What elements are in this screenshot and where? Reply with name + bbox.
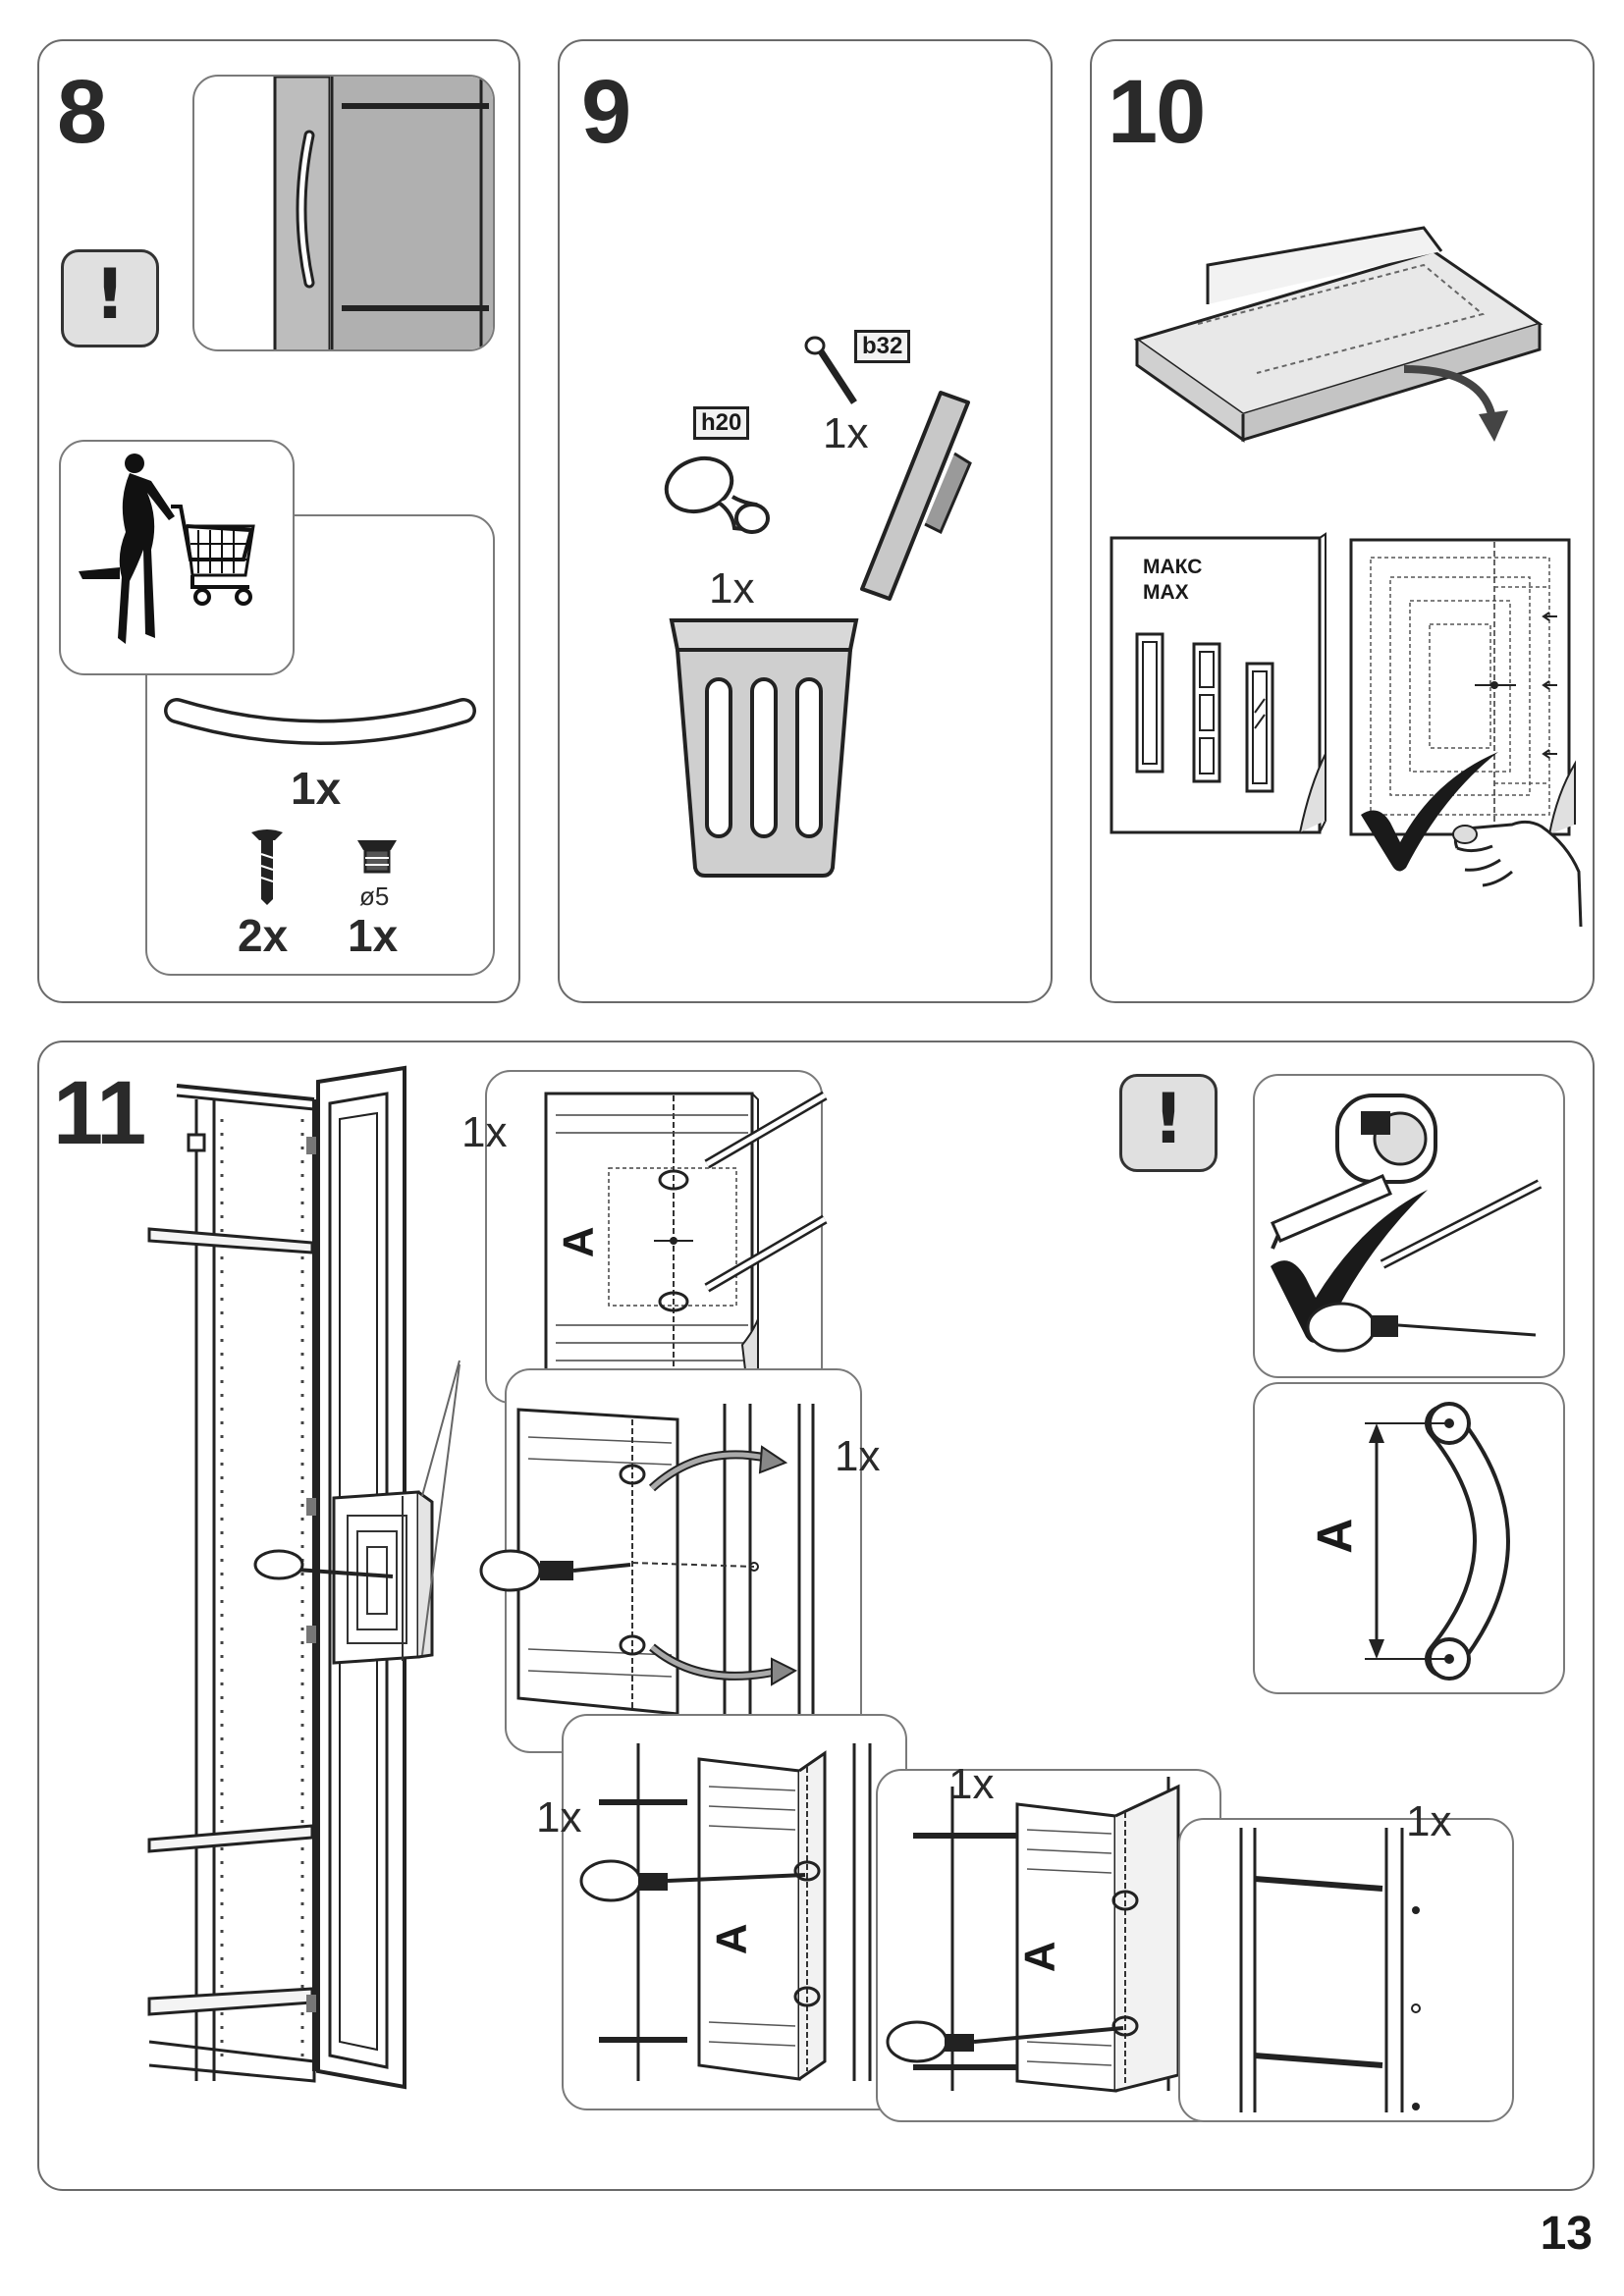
warning-symbol: ! (1153, 1079, 1184, 1159)
mark-step-qty-2: 1x (948, 1760, 995, 1808)
screw-qty: 1x (823, 409, 869, 457)
pencil-icon (704, 1214, 828, 1293)
pencil-icon (704, 1091, 828, 1169)
knob-icon (664, 455, 770, 534)
drilled-holes-illustration (1239, 1828, 1421, 2112)
instruction-booklet-icon (1110, 532, 1326, 834)
template-awl-illustration-2 (886, 1777, 1180, 2093)
tools-illustration (1271, 1094, 1543, 1353)
screw-code-label: b32 (854, 330, 911, 364)
nut-qty: 1x (348, 910, 399, 961)
warning-symbol: ! (94, 254, 126, 335)
step-9-number: 9 (581, 62, 631, 162)
tape-measure-icon (1271, 1094, 1437, 1250)
booklet-title-line-2: MAX (1143, 581, 1189, 604)
warning-icon: ! (61, 249, 159, 347)
checkmark-icon (1271, 1190, 1428, 1343)
hand-icon (1452, 820, 1583, 928)
nut-diameter-label: ø5 (359, 881, 390, 911)
shopping-callout (59, 440, 295, 675)
page-number: 13 (1540, 2208, 1593, 2260)
result-callout (1178, 1818, 1514, 2122)
awl-icon (1306, 1302, 1537, 1353)
template-letter-a: A (1015, 1941, 1064, 1973)
knob-qty: 1x (709, 564, 755, 613)
screw-qty: 2x (238, 910, 289, 961)
template-place-qty: 1x (835, 1432, 881, 1480)
long-screw-icon (804, 336, 857, 404)
template-awl-illustration-1 (579, 1743, 872, 2081)
result-qty: 1x (1406, 1797, 1452, 1845)
booklet-title-line-1: МАКС (1143, 556, 1203, 578)
handle-dimension-callout (1253, 1382, 1565, 1694)
warning-icon: ! (1119, 1074, 1218, 1172)
shopper-cart-icon (79, 454, 255, 644)
knob-code-label: h20 (693, 406, 750, 441)
checkmark-icon (1361, 752, 1498, 872)
template-letter-a: A (554, 1226, 603, 1258)
tools-callout (1253, 1074, 1565, 1378)
door-handle-illustration (273, 77, 493, 349)
template-sheet-marking (544, 1092, 759, 1380)
step-11-number: 11 (53, 1063, 146, 1163)
mark-step-qty-1: 1x (536, 1793, 582, 1842)
template-letter-a: A (707, 1923, 756, 1955)
packaging-box-icon (1133, 226, 1543, 443)
screw-icon (251, 829, 283, 905)
trash-bin-icon (669, 618, 859, 878)
dimension-label-a: A (1307, 1518, 1363, 1554)
template-wrap-illustration (479, 1404, 815, 1718)
insert-nut-icon (357, 840, 397, 874)
step-8-number: 8 (57, 62, 107, 162)
template-mark-qty: 1x (461, 1108, 508, 1156)
handle-qty: 1x (291, 763, 342, 814)
curved-handle-icon (164, 698, 476, 745)
step-10-number: 10 (1108, 62, 1206, 162)
handle-mounted-detail (192, 75, 495, 351)
bar-handle-icon (860, 391, 972, 601)
handle-dimension-illustration (1365, 1402, 1510, 1681)
template-on-door-illustration (253, 1360, 460, 1665)
